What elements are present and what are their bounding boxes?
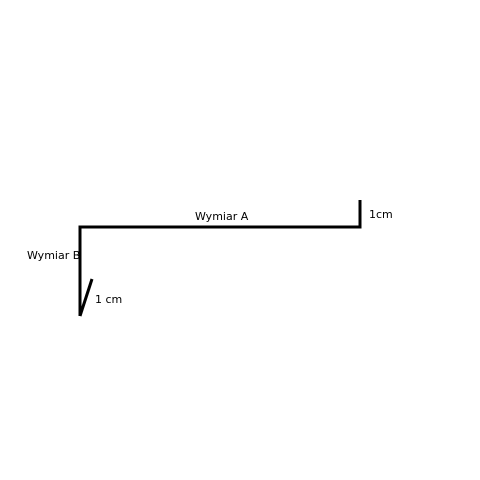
dimension-a-label: Wymiar A	[195, 210, 249, 223]
dimension-b-label: Wymiar B	[27, 249, 80, 262]
bottom-hem-label: 1 cm	[95, 293, 122, 306]
profile-outline	[78, 200, 362, 316]
top-hem-label: 1cm	[369, 208, 393, 221]
bottom-hem-line	[78, 278, 94, 317]
